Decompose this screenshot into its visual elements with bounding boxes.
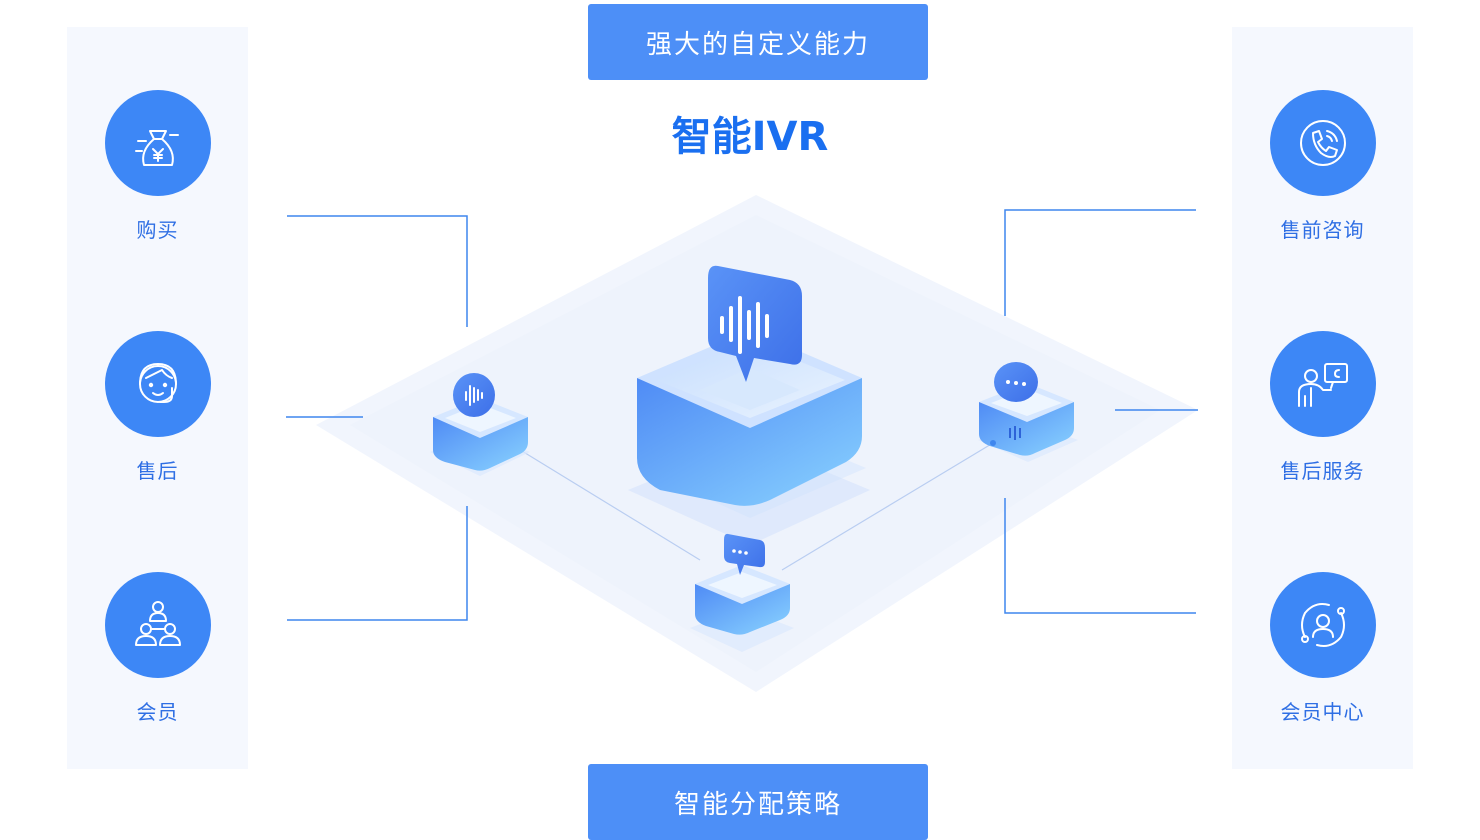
left-item-after-sales: 售后 [67, 331, 248, 484]
right-item-presales: 售前咨询 [1232, 90, 1413, 243]
agent-headset-icon [104, 331, 211, 437]
left-item-member: 会员 [67, 572, 248, 725]
user-orbit-icon [1269, 572, 1376, 678]
left-connectors [286, 215, 468, 621]
left-item-label: 购买 [136, 218, 179, 242]
left-node-box [430, 373, 530, 476]
bottom-node-box [690, 533, 794, 652]
top-banner: 强大的自定义能力 [588, 4, 928, 80]
right-connectors [1004, 209, 1198, 614]
phone-call-icon [1269, 90, 1376, 196]
right-node-box [978, 362, 1078, 462]
left-item-purchase: 购买 [67, 90, 248, 243]
money-bag-icon [104, 90, 211, 196]
main-title: 智能IVR [671, 114, 829, 160]
network-links [516, 442, 994, 571]
left-item-label: 售后 [136, 459, 179, 483]
bottom-banner: 智能分配策略 [588, 764, 928, 840]
right-item-label: 售后服务 [1280, 459, 1365, 483]
presenter-icon [1269, 331, 1376, 437]
member-network-icon [104, 572, 211, 678]
right-item-member-center: 会员中心 [1232, 572, 1413, 725]
right-item-label: 会员中心 [1280, 700, 1365, 724]
right-item-label: 售前咨询 [1280, 218, 1365, 242]
left-item-label: 会员 [136, 700, 179, 724]
central-ivr-box [628, 265, 870, 545]
right-item-service: 售后服务 [1232, 331, 1413, 484]
